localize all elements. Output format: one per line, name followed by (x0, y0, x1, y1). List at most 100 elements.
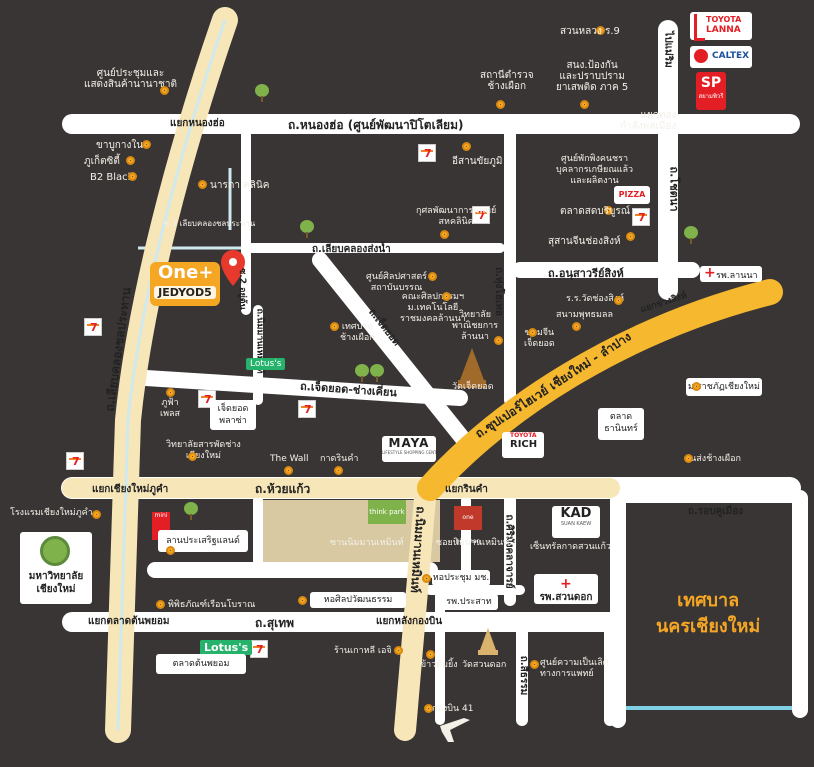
kad-suan-kaew-logo: KAD SUAN KAEW (552, 506, 600, 538)
poi-dot (126, 156, 135, 165)
lanna-hospital: + รพ.ลานนา (700, 265, 762, 282)
poi-dot (462, 142, 471, 151)
poi-dot (298, 596, 307, 605)
label-phukham-hotel: โรงแรมเชียงใหม่ภูคำ (10, 508, 93, 518)
tree-icon (684, 226, 698, 244)
label-ton-payom-junction: แยกตลาดต้นพยอม (88, 616, 170, 627)
seven-eleven-icon (632, 208, 650, 226)
tree-icon (184, 502, 198, 520)
one-jedyod-logo[interactable]: One+ JEDYOD5 (150, 262, 220, 306)
suan-dok-hospital: + รพ.สวนดอก (534, 574, 598, 604)
airplane-icon (440, 718, 470, 742)
label-phu-fa-place: ภูฟ้า เพลส (160, 398, 181, 419)
tree-icon (355, 364, 369, 382)
poi-dot (440, 230, 449, 239)
temple-icon (458, 348, 498, 655)
city-municipality-label: เทศบาล นครเชียงใหม่ (656, 590, 761, 637)
poi-dot (496, 100, 505, 109)
seven-eleven-icon (84, 318, 102, 336)
poi-dot (128, 172, 137, 181)
poi-dot (188, 452, 197, 461)
poi-dot (528, 328, 537, 337)
label-soi3: ซ.3 เลียบคลองชลประทาน (164, 219, 256, 228)
poi-dot (572, 322, 581, 331)
road-chotana: ถ.โชตนา (667, 166, 681, 212)
label-old-house-museum: พิพิธภัณฑ์เรือนโบราณ (168, 600, 256, 610)
road-thung-hotel: ถ.ทุ่งโฮเทล (492, 267, 504, 316)
rajabhat-univ: ม.ราชภัฏเชียงใหม่ (686, 378, 762, 396)
poi-dot (442, 292, 451, 301)
label-convention-center: ศูนย์ประชุมและ แสดงสินค้านานาชาติ (84, 68, 177, 90)
label-bus-terminal: ขนส่งช้างเผือก (684, 454, 741, 464)
one-jedyod-subtitle: JEDYOD5 (154, 286, 216, 299)
poi-dot (198, 180, 207, 189)
think-park-logo: think park (368, 500, 406, 524)
label-phuket-city: ภูเก็ตซิตี้ (84, 156, 120, 167)
label-thong-junction: แยกทอง กำลังพลเมือง (620, 110, 677, 132)
sp-logo: SP สยามพิวรี (696, 72, 726, 110)
label-khabu: ขาบูกางใน (96, 140, 144, 151)
label-narada-clinic: นารดา คลินิค (210, 180, 270, 191)
label-chinese-cemetery: สุสานจีนช่องสิงห์ (548, 236, 621, 247)
label-behind-airbase-junction: แยกหลังกองบิน (376, 616, 443, 627)
lotus-badge: Lotus's (200, 640, 253, 655)
label-rinkham-junction: แยกรินคำ (445, 484, 488, 495)
poi-dot (626, 232, 635, 241)
road-huai-kaeo: ถ.ห้วยแก้ว (255, 482, 311, 496)
seven-eleven-icon (472, 206, 490, 224)
label-isan-chaiyaphum: อีสานขัยภูมิ (452, 156, 503, 167)
poi-dot (330, 322, 339, 331)
label-buddha-field: สนามพุทธมลล (556, 310, 613, 320)
poi-dot (156, 600, 165, 609)
cmu-logo: มหาวิทยาลัย เชียงใหม่ (20, 532, 92, 604)
poi-dot (422, 574, 431, 583)
tree-icon (255, 84, 269, 102)
label-wing-41: กองบิน 41 (432, 704, 474, 714)
toyota-rich-logo: TOYOTA RICH (502, 432, 544, 458)
label-kusol-clinic: กุศลพัฒนาการแพทย์ สหคลินิค (416, 206, 497, 227)
poi-dot (596, 26, 605, 35)
seven-eleven-icon (250, 640, 268, 658)
road-si-phum: ถ.สีธรรม (518, 655, 530, 696)
label-medical-excellence: ศูนย์ความเป็นเลิศ ทางการแพทย์ (540, 658, 609, 679)
ton-payom-market: ตลาดต้นพยอม (156, 654, 246, 674)
label-narcotics-office: สนง.ป้องกัน และปราบปราม ยาเสพติด ภาค 5 (556, 60, 629, 93)
poi-dot (160, 86, 169, 95)
one-jedyod-title: One+ (158, 262, 214, 283)
label-rmutl: คณะศิลปกรรมฯ ม.เทคโนโลยี ราชมงคลล้านนา (400, 292, 466, 324)
label-wat-suan-dok: วัดสวนดอก (462, 660, 507, 670)
lotus-badge: Lotus's (246, 358, 286, 370)
neuro-hospital: รพ.ประสาท (440, 594, 498, 610)
label-kad-rinkham: กาดรินคำ (320, 454, 359, 464)
poi-dot (428, 272, 437, 281)
label-police-station: สถานีตำรวจ ช้างเผือก (480, 70, 534, 92)
poi-dot (142, 140, 151, 149)
road-suthep: ถ.สุเทพ (255, 616, 295, 630)
label-wat-chet-yot: วัดเจ็ดยอด (452, 382, 494, 392)
poi-dot (530, 660, 539, 669)
poi-dot (424, 704, 433, 713)
maya-logo: MAYA LIFESTYLE SHOPPING CENTER (382, 436, 436, 462)
road-sri-mangkala: ถ.ศิริมังคลาจารย์ (503, 514, 515, 589)
label-soi-nimman: ซอยนิมมานเหมินท์ (436, 538, 510, 548)
poi-dot (684, 454, 693, 463)
label-lanna-commercial-college: วิทยาลัย พาณิชยการ ล้านนา (452, 310, 499, 342)
poi-dot (604, 206, 613, 215)
label-khanom-jeen: ขนมจีน เจ็ดยอด (524, 328, 555, 349)
toyota-lanna-logo: TOYOTA LANNA (690, 12, 752, 41)
poi-dot (614, 296, 623, 305)
poi-dot (284, 466, 293, 475)
road-anusawari: ถ.อนุสาวรีย์สิงห์ (548, 267, 624, 280)
label-nimman-village: ซานนิมมานเหมินท์ (330, 538, 404, 548)
label-elder-center: ศูนย์พักพิงคนชรา บุคลากรเกษียณแล้ว และผล… (556, 154, 634, 186)
road-to-mae-rim: ไปแม่ริม (662, 31, 674, 68)
one-nimman-logo: one nimman (454, 506, 482, 545)
label-suan-luang: สวนหลวง ร.9 (560, 26, 620, 37)
poi-dot (334, 466, 343, 475)
poi-dot (166, 546, 175, 555)
lan-prasert-land: ลานประเสริฐแลนด์ (158, 530, 248, 552)
label-chiang-mai-phukham-junction: แยกเชียงใหม่ภูคำ (92, 484, 169, 495)
label-wat-chong-sing-school: ร.ร.วัดช่องสิงห์ (566, 294, 625, 304)
